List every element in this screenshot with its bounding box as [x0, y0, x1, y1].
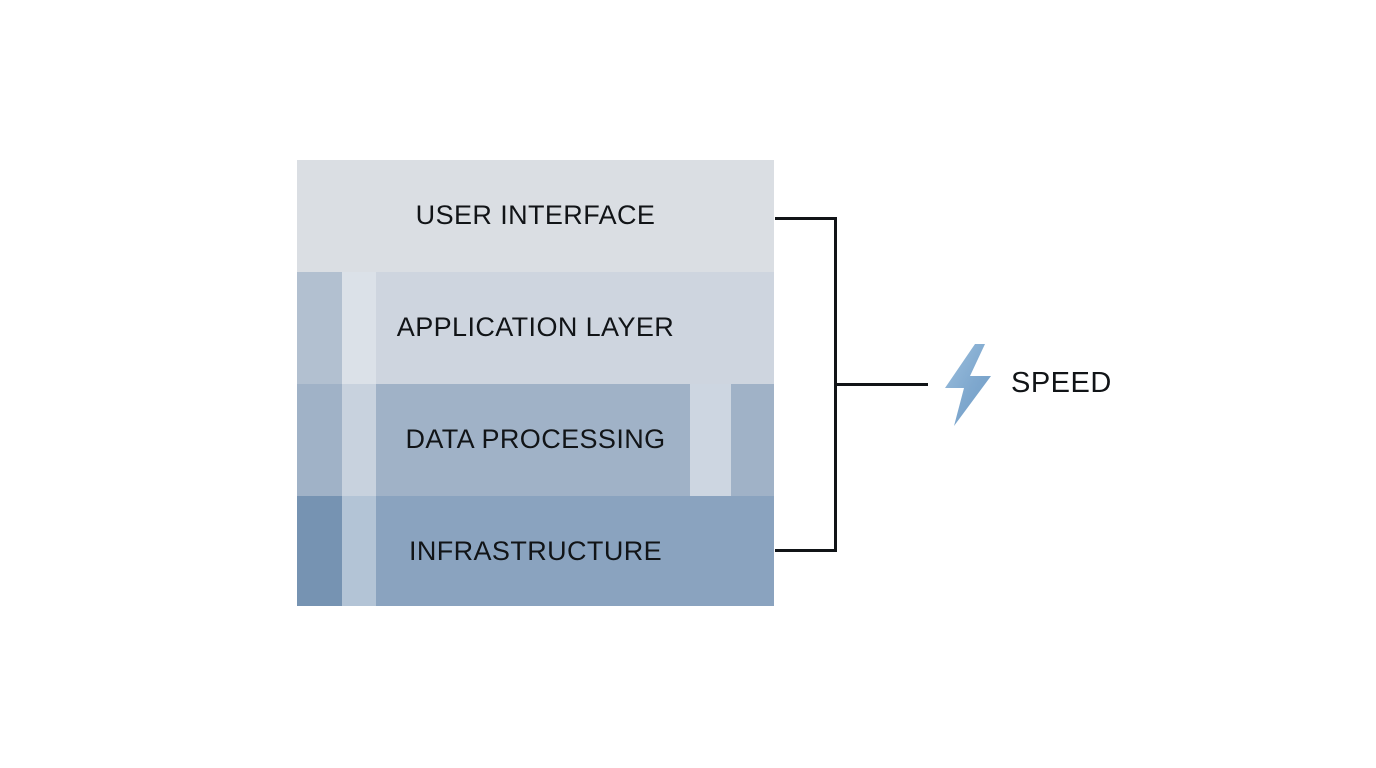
- callout-bracket: [770, 210, 940, 560]
- bracket-top-arm: [775, 217, 837, 220]
- overlap-stub-infrastructure-left: [297, 496, 342, 606]
- overlap-slab-data-processing: [297, 384, 690, 496]
- layer-label-application-layer: APPLICATION LAYER: [396, 312, 675, 342]
- bracket-bottom-arm: [775, 549, 837, 552]
- bracket-stem: [834, 383, 928, 386]
- layer-band-user-interface[interactable]: [297, 160, 774, 272]
- technology-stack: USER INTERFACE APPLICATION LAYER DATA PR…: [297, 160, 774, 606]
- layer-band-infrastructure[interactable]: [297, 496, 774, 606]
- lightning-bolt-icon: [942, 344, 994, 426]
- layer-label-infrastructure: INFRASTRUCTURE: [408, 536, 663, 566]
- overlap-slab-infrastructure: [376, 496, 774, 606]
- layer-band-data-processing[interactable]: [297, 384, 774, 496]
- callout-label-speed: SPEED: [1011, 367, 1112, 399]
- overlap-stub-application-left: [297, 272, 342, 384]
- overlap-slab-application: [376, 272, 774, 384]
- layer-band-application-layer[interactable]: [297, 272, 774, 384]
- gap-channel-left: [342, 272, 376, 606]
- overlap-slab-data-processing-right: [731, 384, 774, 496]
- layer-label-data-processing: DATA PROCESSING: [405, 424, 666, 454]
- gap-channel-right: [690, 384, 731, 496]
- layer-label-user-interface: USER INTERFACE: [415, 200, 656, 230]
